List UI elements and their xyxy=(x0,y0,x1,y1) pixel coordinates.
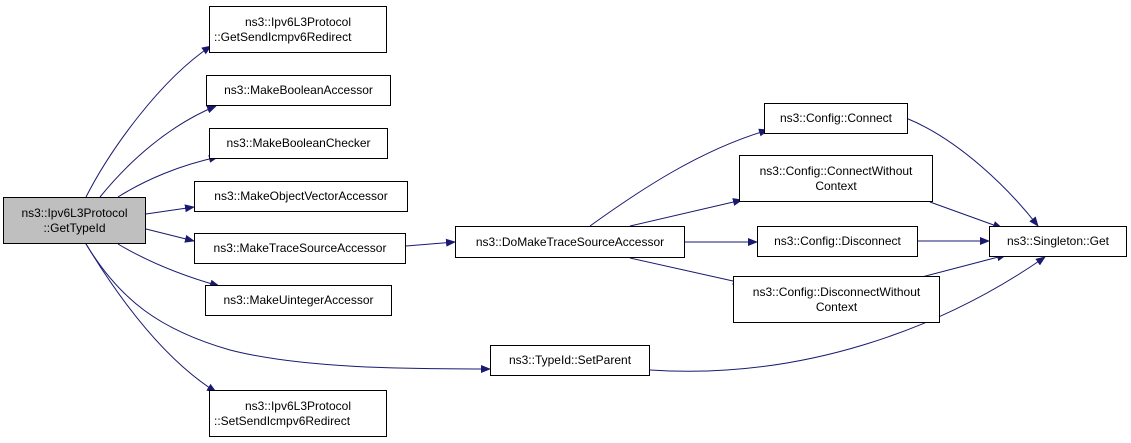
edge-cfgConnect-to-singletonGet xyxy=(905,117,1039,227)
edge-root-to-makeBoolChk xyxy=(117,154,219,198)
edge-cfgDisconnectWo-to-singletonGet xyxy=(917,253,1007,279)
node-label-line-1: ns3::Ipv6L3Protocol xyxy=(21,205,128,220)
node-label-line-1: ns3::MakeBooleanAccessor xyxy=(224,83,373,97)
node-set-parent[interactable]: ns3::TypeId::SetParent xyxy=(490,345,650,376)
edge-doMakeTrace-to-cfgDisconnectWo xyxy=(629,257,743,285)
node-cfg-disconnect[interactable]: ns3::Config::Disconnect xyxy=(757,226,918,257)
node-label-line-1: ns3::DoMakeTraceSourceAccessor xyxy=(475,234,665,249)
edge-doMakeTrace-to-cfgConnectWo xyxy=(629,198,743,227)
node-make-uint[interactable]: ns3::MakeUintegerAccessor xyxy=(205,285,392,316)
edge-root-to-makeObjVec xyxy=(145,204,195,215)
node-label-line-2: ::SetSendIcmpv6Redirect xyxy=(214,413,351,428)
edge-root-to-getSendIcmp xyxy=(85,45,212,198)
node-label-line-1: ns3::Ipv6L3Protocol xyxy=(244,14,352,29)
node-label-line-1: ns3::MakeUintegerAccessor xyxy=(223,293,374,307)
edge-doMakeTrace-to-cfgConnect xyxy=(589,128,769,227)
node-label-line-2: Context xyxy=(815,178,857,193)
node-label-line-1: ns3::MakeObjectVectorAccessor xyxy=(214,189,388,203)
edge-root-to-makeTraceSrc xyxy=(145,228,195,243)
node-singleton-get[interactable]: ns3::Singleton::Get xyxy=(989,226,1127,257)
node-label-line-2: Context xyxy=(815,299,858,314)
node-make-bool-chk[interactable]: ns3::MakeBooleanChecker xyxy=(209,128,388,159)
node-label-line-1: ns3::TypeId::SetParent xyxy=(508,353,632,367)
edge-setParent-to-singletonGet xyxy=(649,256,1046,372)
node-label-line-1: ns3::MakeTraceSourceAccessor xyxy=(213,241,387,255)
node-label-line-1: ns3::Config::Disconnect xyxy=(774,234,901,248)
node-label-line-1: ns3::Singleton::Get xyxy=(1006,234,1110,248)
edge-root-to-makeUint xyxy=(117,243,220,288)
node-make-bool-acc[interactable]: ns3::MakeBooleanAccessor xyxy=(206,75,391,106)
node-label-line-1: ns3::Config::ConnectWithout xyxy=(759,163,913,178)
node-get-send-icmp[interactable]: ns3::Ipv6L3Protocol::GetSendIcmpv6Redire… xyxy=(209,6,387,53)
node-make-trace-src[interactable]: ns3::MakeTraceSourceAccessor xyxy=(194,233,406,264)
edge-makeTraceSrc-to-doMakeTrace xyxy=(405,238,456,247)
edge-cfgConnectWo-to-singletonGet xyxy=(929,201,1003,229)
node-label-line-2: ::GetSendIcmpv6Redirect xyxy=(214,29,352,44)
node-label-line-1: ns3::Config::Connect xyxy=(779,111,893,125)
edge-root-to-setSendIcmp xyxy=(85,243,217,393)
edge-root-to-setParent xyxy=(85,243,491,373)
node-do-make-trace[interactable]: ns3::DoMakeTraceSourceAccessor xyxy=(455,226,685,258)
node-label-line-2: ::GetTypeId xyxy=(43,220,106,235)
node-label-line-1: ns3::MakeBooleanChecker xyxy=(226,136,371,150)
node-label-line-1: ns3::Ipv6L3Protocol xyxy=(244,398,352,413)
node-root: ns3::Ipv6L3Protocol::GetTypeId xyxy=(3,197,146,244)
node-cfg-connect[interactable]: ns3::Config::Connect xyxy=(764,103,908,134)
node-label-line-1: ns3::Config::DisconnectWithout xyxy=(752,284,921,299)
edge-root-to-makeBoolAcc xyxy=(99,105,217,198)
node-set-send-icmp[interactable]: ns3::Ipv6L3Protocol::SetSendIcmpv6Redire… xyxy=(209,390,387,437)
node-make-obj-vec[interactable]: ns3::MakeObjectVectorAccessor xyxy=(194,181,408,212)
